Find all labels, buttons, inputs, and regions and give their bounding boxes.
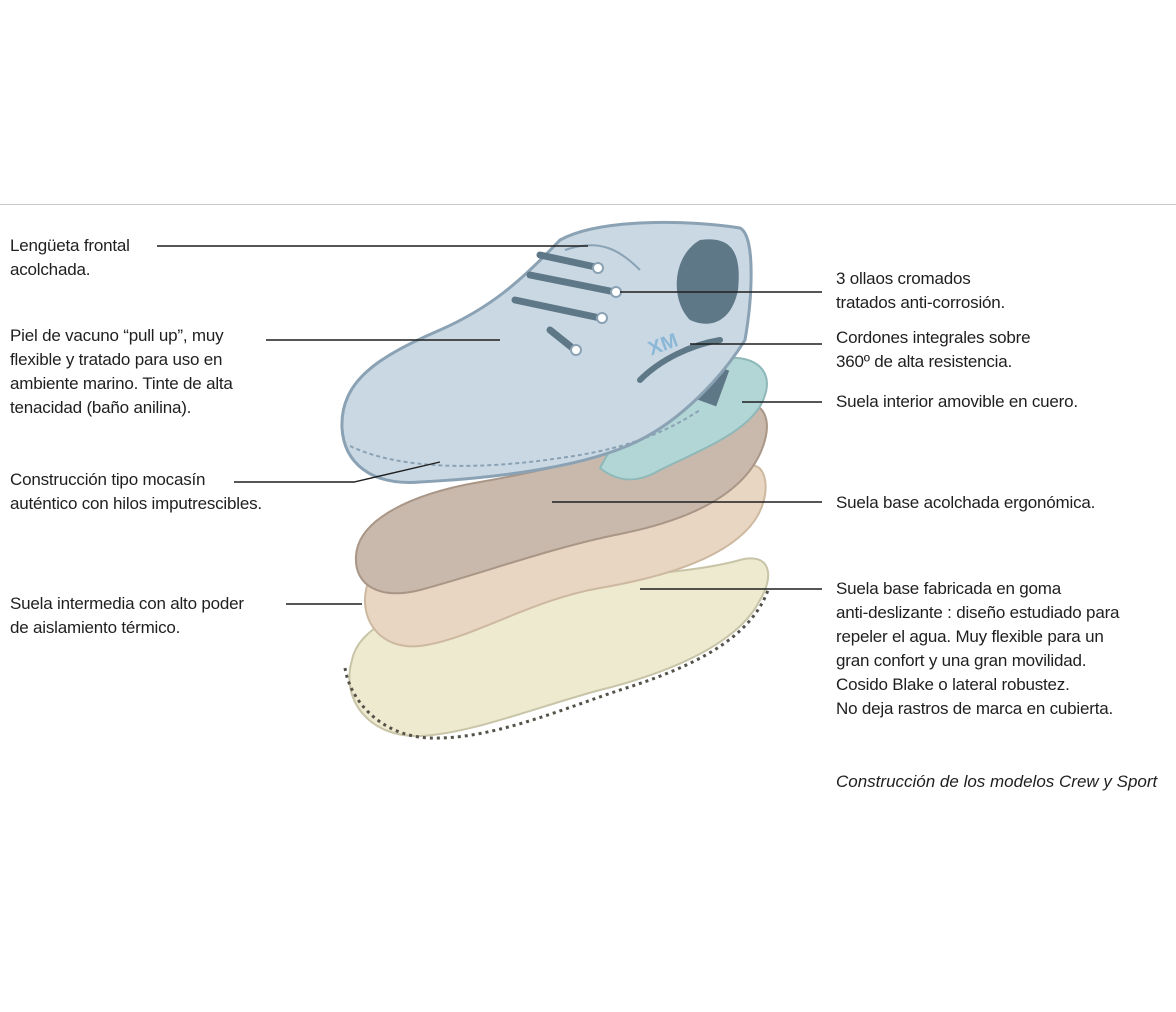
label-construction: Construcción tipo mocasín auténtico con … (10, 468, 262, 516)
label-line: 360º de alta resistencia. (836, 352, 1013, 371)
label-line: Lengüeta frontal (10, 236, 130, 255)
label-line: tratados anti-corrosión. (836, 293, 1006, 312)
label-line: tenacidad (baño anilina). (10, 398, 192, 417)
label-line: No deja rastros de marca en cubierta. (836, 699, 1114, 718)
label-line: Suela base acolchada ergonómica. (836, 493, 1096, 512)
label-base-sole: Suela base fabricada en goma anti-desliz… (836, 577, 1119, 721)
top-divider (0, 204, 1176, 205)
label-line: gran confort y una gran movilidad. (836, 651, 1087, 670)
label-line: Piel de vacuno “pull up”, muy (10, 326, 224, 345)
label-line: Suela interior amovible en cuero. (836, 392, 1078, 411)
label-cushion-sole: Suela base acolchada ergonómica. (836, 491, 1095, 515)
label-line: anti-deslizante : diseño estudiado para (836, 603, 1120, 622)
label-line: 3 ollaos cromados (836, 269, 971, 288)
leader-line-construction (234, 461, 441, 483)
label-line: repeler el agua. Muy flexible para un (836, 627, 1104, 646)
label-line: flexible y tratado para uso en (10, 350, 223, 369)
label-line: acolchada. (10, 260, 91, 279)
label-line: de aislamiento térmico. (10, 618, 181, 637)
label-line: auténtico con hilos imputrescibles. (10, 494, 262, 513)
label-mid-sole: Suela intermedia con alto poder de aisla… (10, 592, 244, 640)
label-insole: Suela interior amovible en cuero. (836, 390, 1078, 414)
label-tongue: Lengüeta frontal acolchada. (10, 234, 130, 282)
laces (511, 251, 619, 354)
label-laces: Cordones integrales sobre 360º de alta r… (836, 326, 1031, 374)
shoe-upper (340, 220, 753, 484)
eyelets (570, 262, 622, 356)
label-line: ambiente marino. Tinte de alta (10, 374, 233, 393)
label-line: Cordones integrales sobre (836, 328, 1031, 347)
label-leather: Piel de vacuno “pull up”, muy flexible y… (10, 324, 233, 420)
label-line: Cosido Blake o lateral robustez. (836, 675, 1070, 694)
label-eyelets: 3 ollaos cromados tratados anti-corrosió… (836, 267, 1005, 315)
label-line: Construcción tipo mocasín (10, 470, 206, 489)
label-line: Suela base fabricada en goma (836, 579, 1062, 598)
label-line: Suela intermedia con alto poder (10, 594, 244, 613)
leader-lines (157, 245, 822, 605)
diagram-caption: Construcción de los modelos Crew y Sport (836, 772, 1158, 791)
